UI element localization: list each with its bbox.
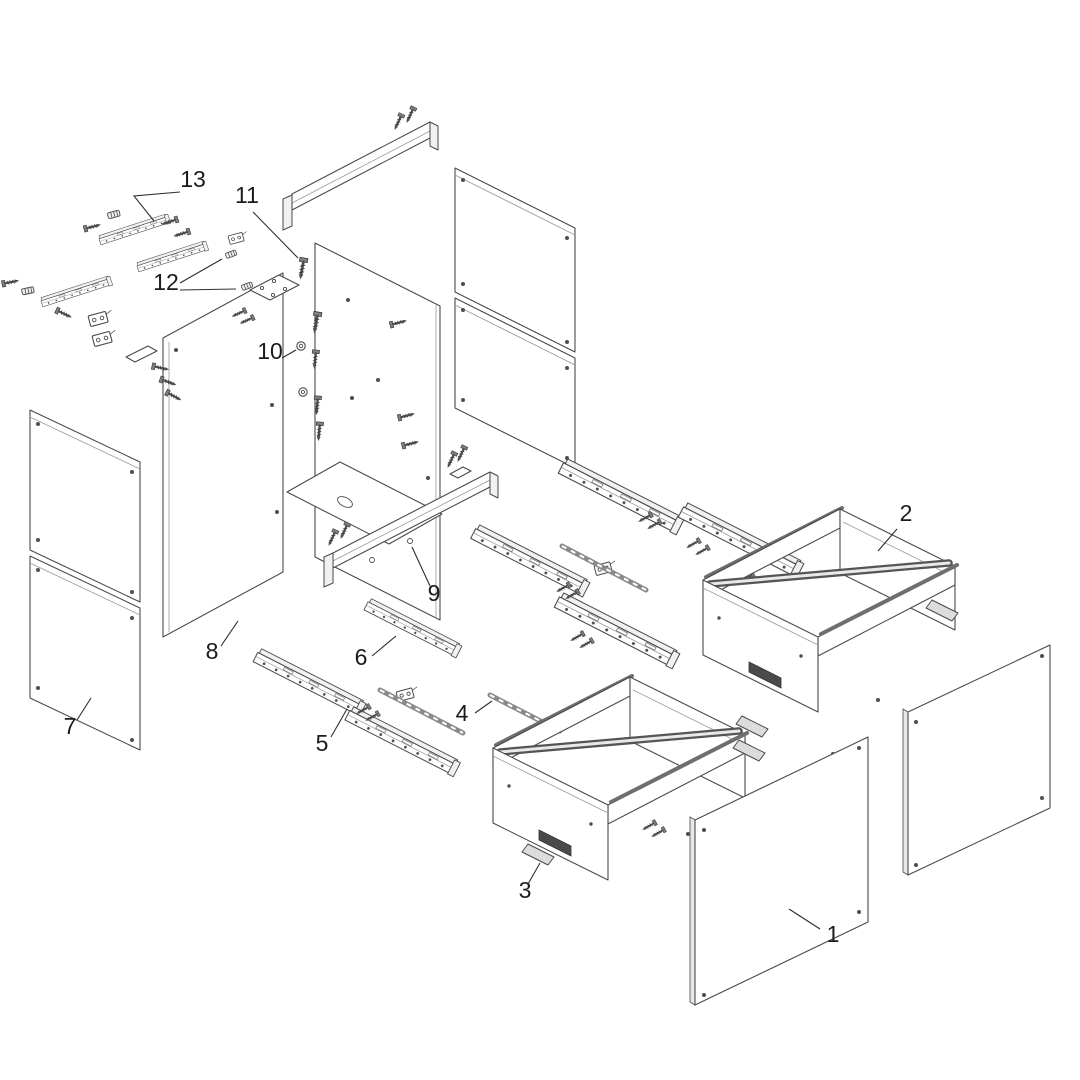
back-panel-upper	[454, 167, 576, 353]
callout-3: 3	[519, 877, 532, 903]
screw-icon	[639, 818, 659, 834]
hardware-cluster-12	[87, 230, 254, 405]
callout-6: 6	[355, 644, 368, 670]
callout-leader-2	[877, 528, 898, 552]
hardware-cluster-13	[82, 209, 210, 273]
callout-leader-4	[474, 700, 493, 714]
callout-leader-7	[76, 697, 92, 721]
callout-9: 9	[428, 580, 441, 606]
screw-icon	[294, 255, 310, 282]
top-mounting-rail	[282, 104, 439, 231]
callout-1: 1	[827, 921, 840, 947]
wall-plug-icon	[106, 209, 121, 220]
front-panel-left-upper	[29, 409, 141, 603]
callout-10: 10	[257, 338, 283, 364]
drawer-front-panel-front	[689, 736, 869, 1006]
drawer-slide-rail	[557, 457, 686, 536]
bottom-mounting-rail	[323, 443, 499, 588]
callout-8: 8	[206, 638, 219, 664]
screw-icon	[53, 305, 75, 322]
callout-12: 12	[153, 269, 179, 295]
callout-leader-10	[281, 349, 297, 359]
wall-plug-icon	[20, 286, 35, 296]
drawer-slide-rail	[363, 597, 463, 659]
hinge-bracket	[87, 309, 115, 328]
hinge-bracket	[91, 329, 119, 348]
callout-leader-6	[371, 635, 397, 657]
screw-icon	[443, 449, 460, 471]
screw-icon	[576, 636, 596, 652]
callout-4: 4	[456, 700, 469, 726]
drawer-slide-rail	[469, 523, 592, 598]
washer-icon	[298, 387, 308, 397]
damper-cylinder	[224, 249, 238, 259]
mounting-plate	[39, 275, 114, 308]
callout-13: 13	[180, 166, 206, 192]
screw-icon	[390, 111, 407, 133]
front-panel-left-lower	[29, 555, 141, 751]
screw-icon	[567, 629, 587, 645]
screw-icon	[648, 825, 668, 841]
screw-icon	[171, 226, 193, 241]
screw-set-11	[229, 255, 324, 336]
callout-7: 7	[64, 713, 77, 739]
screw-icon	[402, 104, 419, 126]
callouts: 1 2 3 4 5 6 7 8 9 10 11 12 13	[64, 166, 913, 947]
callout-leader-13	[132, 191, 181, 222]
callout-leader-1	[788, 908, 821, 930]
screw-icon	[683, 536, 703, 552]
callout-leader-12a	[179, 258, 223, 284]
callout-leader-5	[330, 708, 348, 738]
callout-leader-8	[220, 620, 239, 647]
drawer-slide-rail	[251, 647, 368, 718]
callout-11: 11	[235, 182, 259, 208]
screw-icon	[692, 543, 712, 559]
mounting-plate	[135, 240, 210, 273]
callout-leader-12b	[179, 288, 237, 291]
cabinet-side-panel	[162, 272, 284, 638]
callout-leader-11	[252, 211, 299, 259]
screw-icon	[82, 220, 103, 234]
hinge-bracket	[227, 230, 250, 245]
callout-5: 5	[316, 730, 329, 756]
drawer-slide-rail	[553, 591, 682, 670]
screw-icon	[0, 276, 21, 289]
callout-2: 2	[900, 500, 913, 526]
drawer-slide-rail	[343, 705, 462, 778]
washer-icon	[296, 341, 306, 351]
drawer-front-panel-rear	[902, 644, 1051, 876]
callout-leader-9	[411, 546, 431, 587]
callout-leader-3	[527, 862, 541, 885]
